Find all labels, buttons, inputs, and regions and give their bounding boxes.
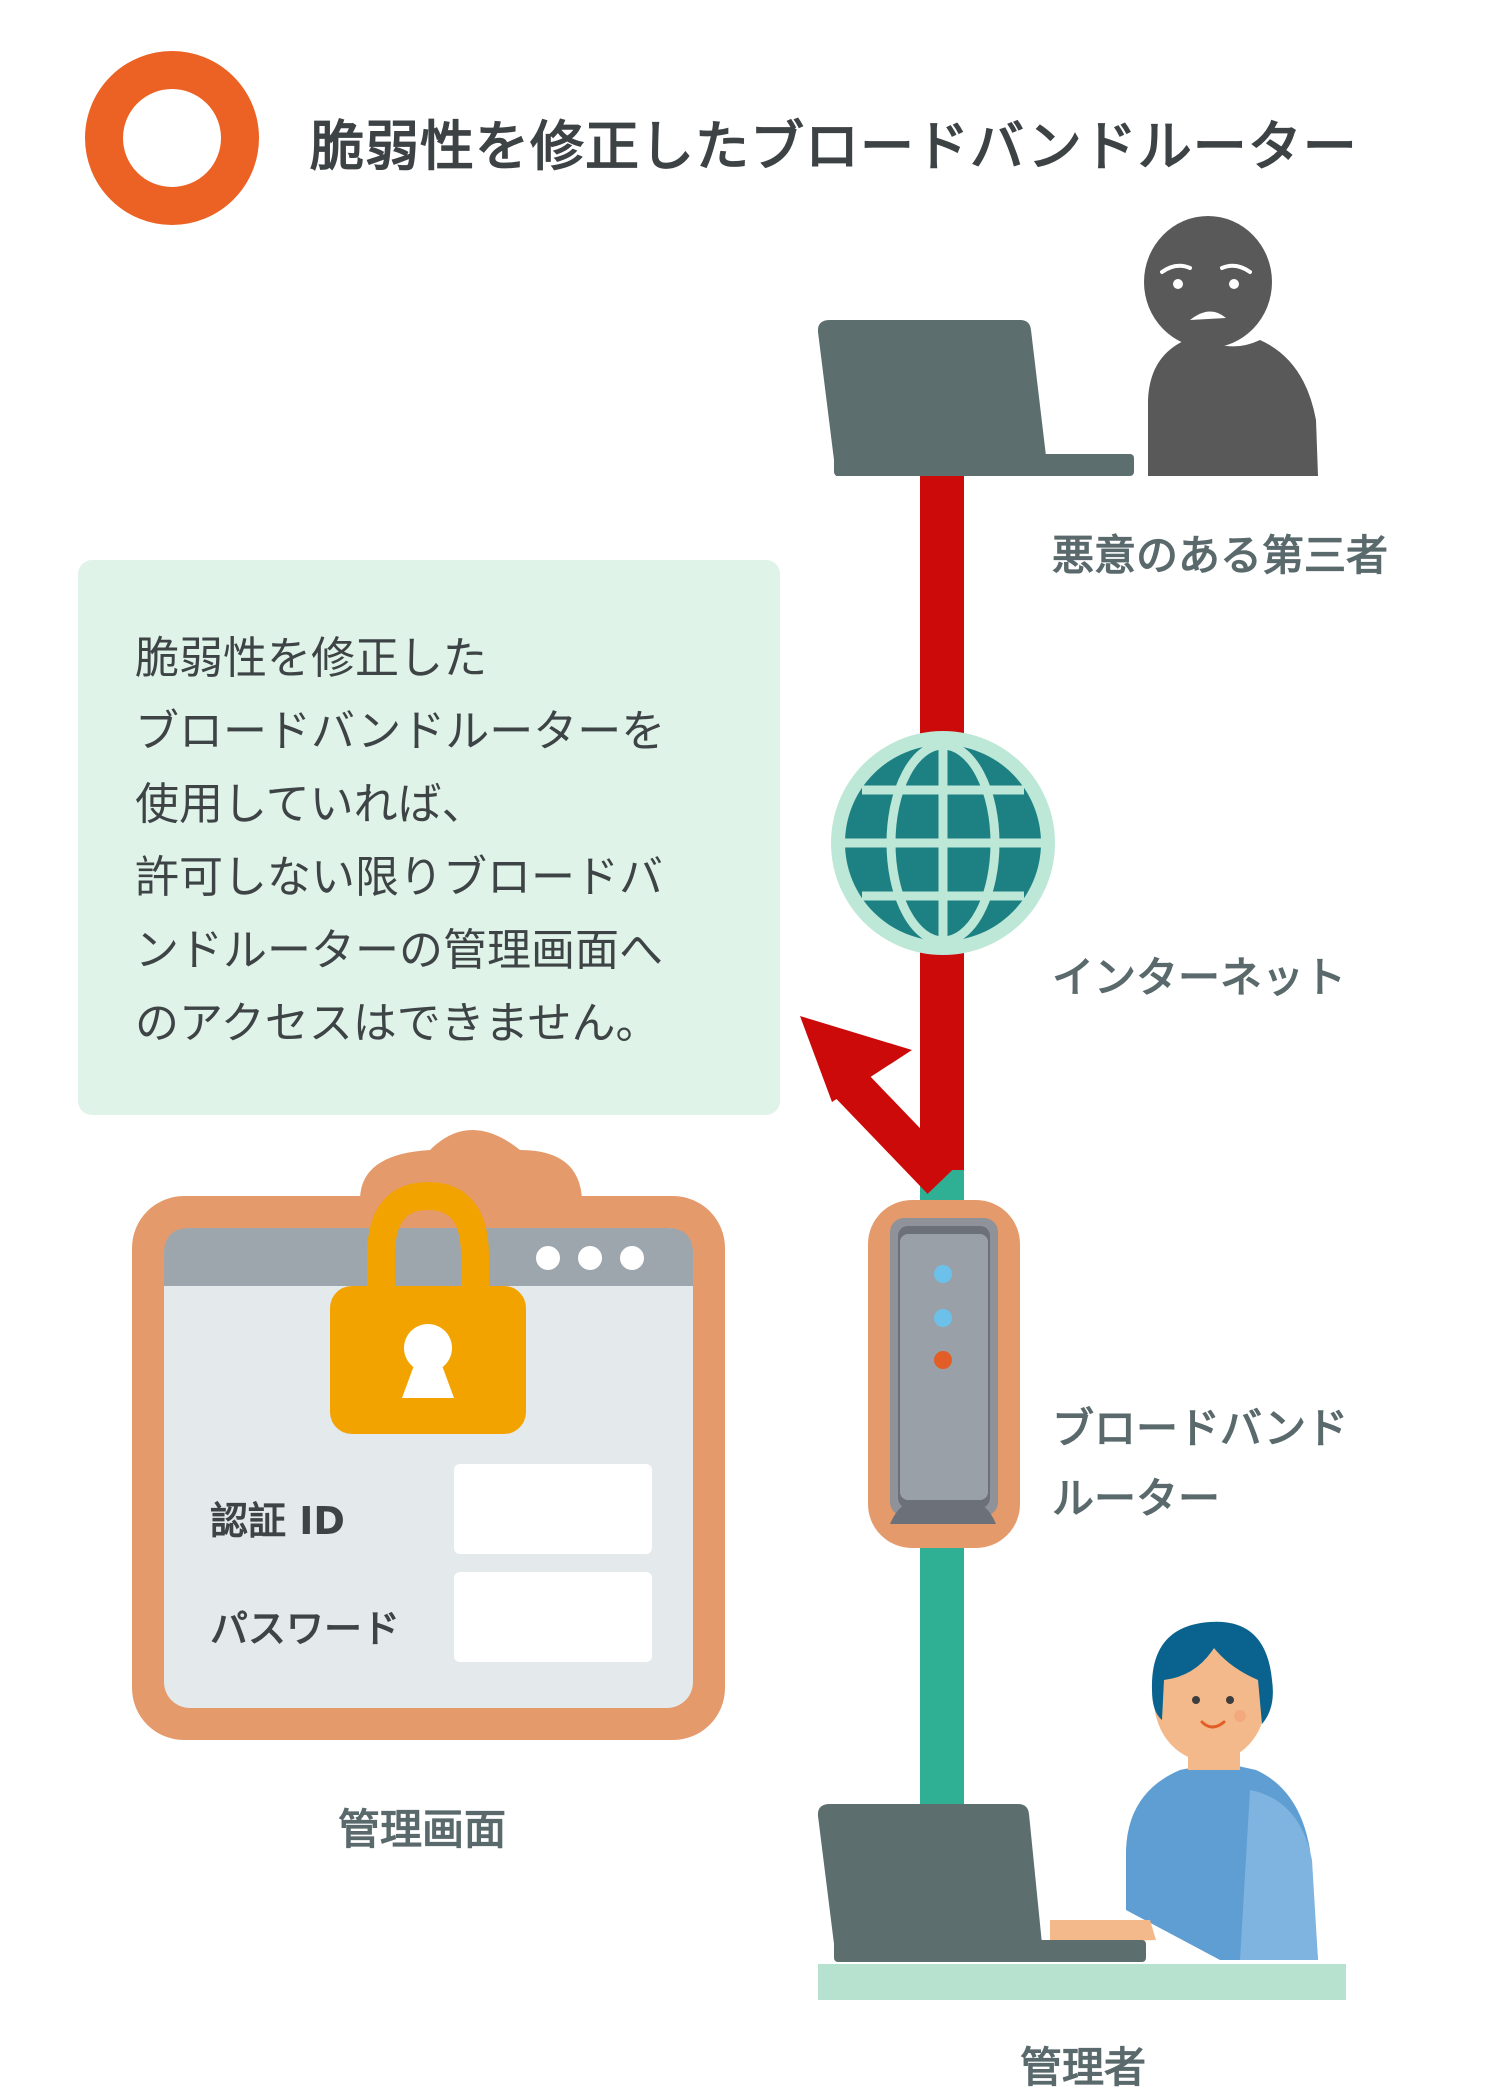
lock-icon xyxy=(330,1181,526,1434)
attacker-label: 悪意のある第三者 xyxy=(1052,531,1389,580)
correct-mark-icon xyxy=(85,51,259,225)
note-box xyxy=(78,560,780,1115)
auth-id-label: 認証 ID xyxy=(210,1499,345,1543)
note-line: 脆弱性を修正した xyxy=(135,633,487,684)
blocked-arrow xyxy=(800,1016,957,1194)
globe-icon xyxy=(831,731,1055,955)
window-dot-icon xyxy=(578,1246,602,1270)
admin-label: 管理者 xyxy=(1020,2043,1147,2092)
smiling-person-icon xyxy=(1050,1621,1318,1960)
router-label: ブロードバンド ルーター xyxy=(1052,1394,1348,1534)
note-line: 使用していれば、 xyxy=(135,779,486,830)
note-line: ブロードバンドルーターを xyxy=(135,706,666,757)
window-dot-icon xyxy=(620,1246,644,1270)
admin-laptop-icon xyxy=(817,1804,1146,1962)
note-line: のアクセスはできません。 xyxy=(135,998,660,1049)
router-label-line: ブロードバンド xyxy=(1052,1404,1349,1453)
note-line: 許可しない限りブロードバ xyxy=(135,852,663,903)
router-label-line: ルーター xyxy=(1052,1474,1221,1523)
attacker-laptop-icon xyxy=(817,320,1134,476)
window-dot-icon xyxy=(536,1246,560,1270)
note-line: ンドルーターの管理画面へ xyxy=(135,925,663,976)
desk xyxy=(818,1964,1346,2000)
admin-screen-label: 管理画面 xyxy=(338,1805,507,1854)
password-label: パスワード xyxy=(210,1607,401,1651)
auth-id-input[interactable] xyxy=(454,1464,652,1554)
page-title: 脆弱性を修正したブロードバンドルーター xyxy=(310,115,1358,178)
router-icon xyxy=(868,1200,1020,1548)
password-input[interactable] xyxy=(454,1572,652,1662)
worried-person-icon xyxy=(1144,216,1318,476)
note-text: 脆弱性を修正した ブロードバンドルーターを 使用していれば、 許可しない限りブロ… xyxy=(135,622,665,1060)
internet-label: インターネット xyxy=(1052,953,1347,1002)
